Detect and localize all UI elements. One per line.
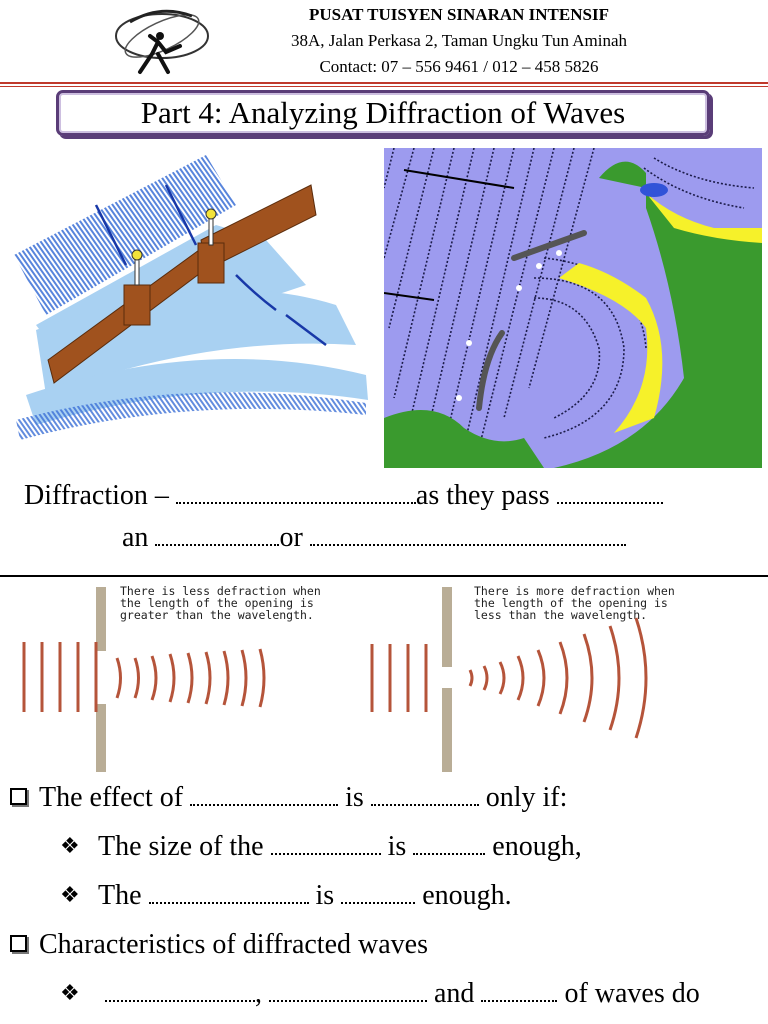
fill-blank[interactable] (270, 835, 381, 855)
caption-line: the length of the opening is (474, 596, 668, 610)
definition-line-1: Diffraction – as they pass (24, 480, 663, 512)
fill-blank[interactable] (341, 884, 416, 904)
harbour-diffraction-illustration (384, 148, 762, 468)
bullet-text: only if: (485, 782, 568, 813)
caption-line: the length of the opening is (120, 596, 314, 610)
school-logo-icon (115, 9, 209, 74)
bullet-text: The effect of (39, 782, 184, 813)
bullet-text: enough. (422, 880, 512, 911)
definition-line-2: an or (122, 522, 626, 554)
section-divider (0, 575, 768, 577)
fill-blank[interactable] (148, 884, 309, 904)
bullet-text: enough, (492, 831, 582, 862)
checkbox-bullet-icon (10, 935, 27, 952)
bullet-text: is (387, 831, 407, 862)
bullet-text: and (434, 978, 475, 1009)
bullet-text: is (315, 880, 335, 911)
fill-blank[interactable] (190, 786, 339, 806)
checkbox-bullet-icon (10, 788, 27, 805)
caption-line: greater than the wavelength. (120, 608, 314, 622)
fill-blank[interactable] (175, 484, 416, 504)
fill-blank[interactable] (269, 982, 427, 1002)
school-address: 38A, Jalan Perkasa 2, Taman Ungku Tun Am… (290, 31, 628, 50)
fill-blank[interactable] (155, 526, 280, 546)
section-title: Part 4: Analyzing Diffraction of Waves (56, 90, 710, 136)
caption-more-diffraction: There is more defraction when the length… (474, 585, 675, 621)
school-contact: Contact: 07 – 556 9461 / 012 – 458 5826 (319, 57, 599, 76)
definition-text: an (122, 522, 149, 553)
bullet-text: Characteristics of diffracted waves (39, 929, 428, 960)
school-name: PUSAT TUISYEN SINARAN INTENSIF (309, 5, 609, 24)
bullet-characteristics: Characteristics of diffracted waves (10, 929, 428, 961)
bullet-effect-condition: The effect of is only if: (10, 782, 567, 814)
fill-blank[interactable] (105, 982, 255, 1002)
bullet-text: is (345, 782, 364, 813)
fill-blank[interactable] (413, 835, 486, 855)
sub-bullet-characteristics: ❖ , and of waves do (60, 978, 700, 1010)
fill-blank[interactable] (481, 982, 558, 1002)
definition-text: as they pass (415, 480, 550, 511)
fill-blank[interactable] (556, 484, 663, 504)
fill-blank[interactable] (370, 786, 479, 806)
caption-line: less than the wavelength. (474, 608, 648, 622)
caption-line: There is less defraction when (120, 584, 321, 598)
bullet-text: , (255, 978, 262, 1009)
header-rule (0, 82, 768, 84)
page-header: PUSAT TUISYEN SINARAN INTENSIF 38A, Jala… (0, 0, 768, 82)
diamond-bullet-icon: ❖ (60, 882, 80, 907)
sub-bullet-size: ❖ The size of the is enough, (60, 831, 582, 863)
definition-term: Diffraction – (24, 480, 169, 511)
header-rule-thin (0, 86, 768, 87)
ripple-tank-illustration (14, 155, 368, 440)
opening-wavelength-figure: There is less defraction when the length… (0, 582, 768, 774)
bullet-text: of waves do (564, 978, 700, 1009)
caption-less-diffraction: There is less defraction when the length… (120, 585, 321, 621)
wave-diagram (22, 587, 648, 772)
caption-line: There is more defraction when (474, 584, 675, 598)
fill-blank[interactable] (309, 526, 626, 546)
bullet-text: The size of the (98, 831, 264, 862)
diamond-bullet-icon: ❖ (60, 980, 80, 1005)
definition-text: or (279, 522, 303, 553)
bullet-text: The (98, 880, 142, 911)
diamond-bullet-icon: ❖ (60, 833, 80, 858)
sub-bullet-second: ❖ The is enough. (60, 880, 512, 912)
